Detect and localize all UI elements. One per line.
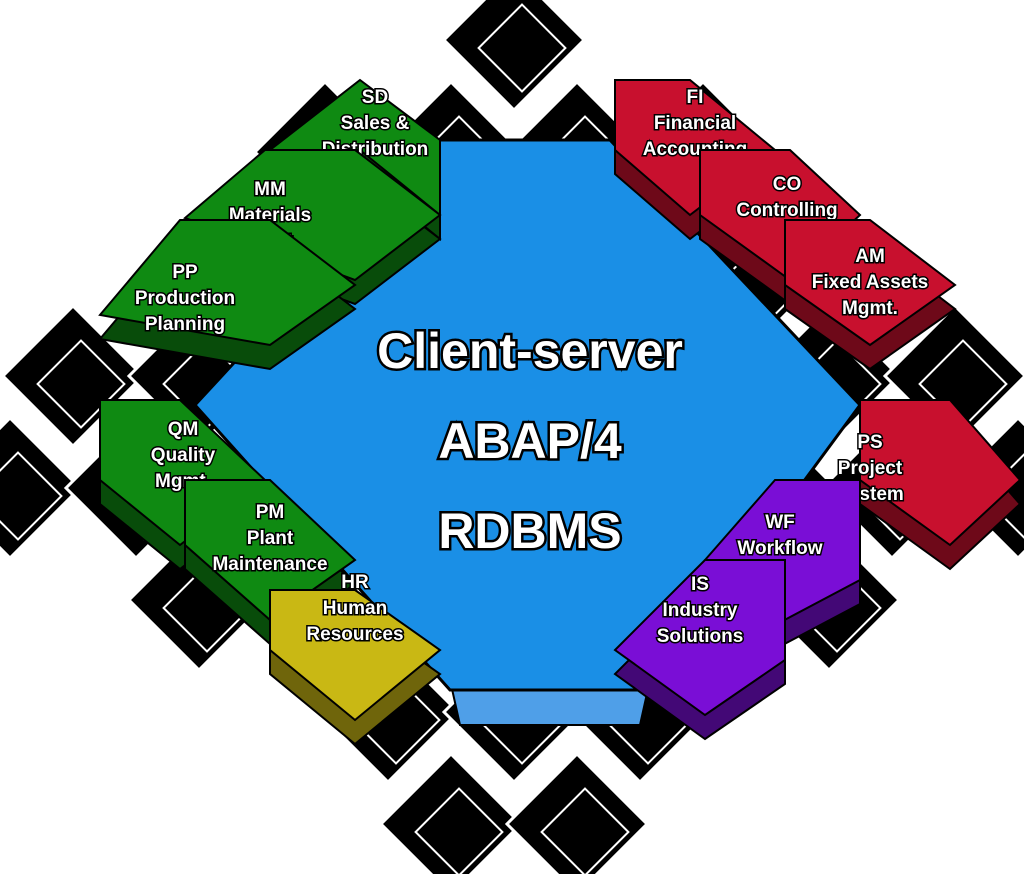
module-label-ps-line0: PS	[857, 432, 882, 453]
center-language: ABAP/4	[438, 413, 622, 469]
module-block-face	[613, 559, 786, 717]
module-block-face	[183, 149, 442, 282]
module-label-is-line2: Solutions	[657, 626, 744, 647]
lattice-cell-inner	[540, 787, 630, 874]
module-label-pm-line0: PM	[256, 502, 285, 523]
lattice-cell	[441, 0, 587, 113]
module-label-fi-line0: FI	[687, 87, 704, 108]
module-label-pp-line0: PP	[172, 262, 198, 283]
lattice-cell-inner	[477, 3, 567, 93]
lattice-cell-inner	[0, 451, 63, 541]
module-block-face	[269, 589, 442, 722]
module-label-wf-line0: WF	[765, 512, 795, 533]
module-label-wf-line1: Workflow	[737, 538, 822, 559]
module-label-is-line0: IS	[691, 574, 709, 595]
central-core: Client-server ABAP/4 RDBMS	[192, 138, 862, 726]
lattice-cell-inner	[414, 787, 504, 874]
module-label-hr-line1: Human	[323, 598, 387, 619]
lattice-cell	[378, 751, 524, 874]
module-label-co-line0: CO	[773, 174, 802, 195]
module-block-face	[98, 219, 357, 347]
module-label-is-line1: Industry	[663, 600, 738, 621]
module-label-pp-line1: Production	[135, 288, 235, 309]
module-label-fi-line1: Financial	[654, 113, 736, 134]
module-label-hr-line0: HR	[341, 572, 369, 593]
module-label-am-line2: Mgmt.	[842, 298, 898, 319]
module-label-qm-line1: Quality	[151, 445, 216, 466]
module-label-pm-line2: Maintenance	[212, 554, 327, 575]
module-block-mm: MMMaterialsMgmt.	[183, 149, 442, 306]
module-label-qm-line0: QM	[168, 419, 199, 440]
module-label-ps-line1: Project	[838, 458, 903, 479]
module-label-sd-line0: SD	[362, 87, 388, 108]
module-label-mm-line0: MM	[254, 179, 286, 200]
module-block-face	[784, 219, 957, 347]
center-database: RDBMS	[438, 503, 621, 559]
lattice-cell-inner	[36, 339, 126, 429]
lattice-cell	[0, 415, 83, 561]
module-label-am-line1: Fixed Assets	[812, 272, 929, 293]
center-title: Client-server	[377, 323, 683, 379]
module-block-face	[859, 399, 1022, 547]
module-label-am-line0: AM	[855, 246, 885, 267]
module-label-hr-line2: Resources	[306, 624, 403, 645]
module-label-pp-line2: Planning	[145, 314, 225, 335]
module-label-pm-line1: Plant	[247, 528, 294, 549]
module-block-face	[267, 78, 441, 218]
module-label-co-line1: Controlling	[736, 200, 837, 221]
lattice-cell	[504, 751, 650, 874]
module-label-sd-line1: Sales &	[341, 113, 410, 134]
